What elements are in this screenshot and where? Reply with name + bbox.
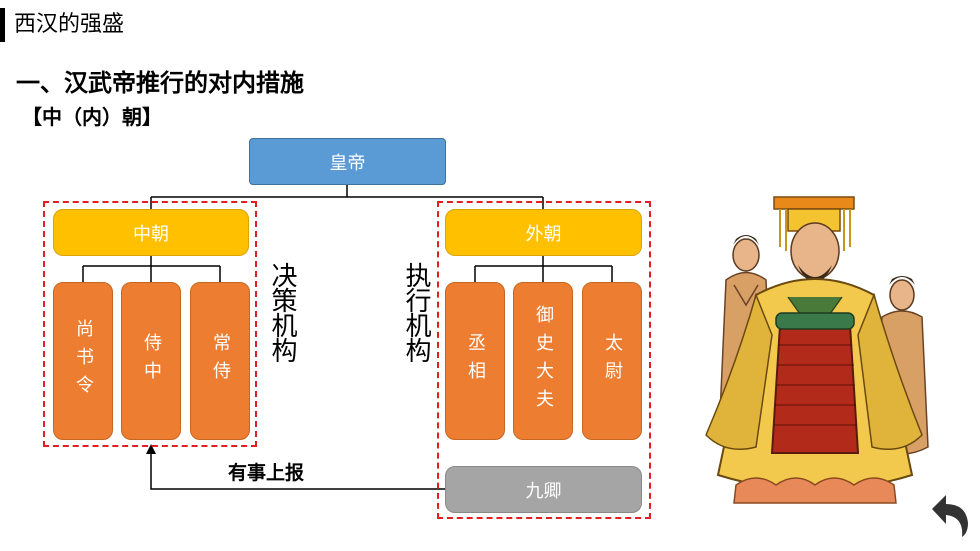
decision-body-label: 决策机构 bbox=[267, 262, 297, 362]
inner-court-node: 中朝 bbox=[53, 209, 249, 256]
section-title: 一、汉武帝推行的对内措施 bbox=[16, 68, 304, 97]
emperor-illustration bbox=[705, 196, 929, 504]
outer-court-group-border bbox=[437, 201, 651, 519]
back-arrow-icon[interactable] bbox=[928, 493, 972, 539]
emperor-node: 皇帝 bbox=[249, 138, 446, 185]
official-taiwei: 太尉 bbox=[582, 282, 642, 440]
nine-ministers-node: 九卿 bbox=[445, 466, 642, 513]
report-upward-label: 有事上报 bbox=[228, 462, 305, 484]
sub-title: 【中（内）朝】 bbox=[22, 105, 162, 129]
breadcrumb: 西汉的强盛 bbox=[14, 12, 125, 37]
inner-court-group-border bbox=[43, 201, 257, 447]
execution-body-label: 执行机构 bbox=[401, 262, 431, 362]
outer-court-node: 外朝 bbox=[445, 209, 642, 256]
official-yushidafu: 御史大夫 bbox=[513, 282, 573, 440]
official-shizhong: 侍中 bbox=[121, 282, 181, 440]
official-chengxiang: 丞相 bbox=[445, 282, 505, 440]
official-shangshuling: 尚书令 bbox=[53, 282, 113, 440]
title-accent-bar bbox=[0, 8, 5, 42]
official-changshi: 常侍 bbox=[190, 282, 250, 440]
